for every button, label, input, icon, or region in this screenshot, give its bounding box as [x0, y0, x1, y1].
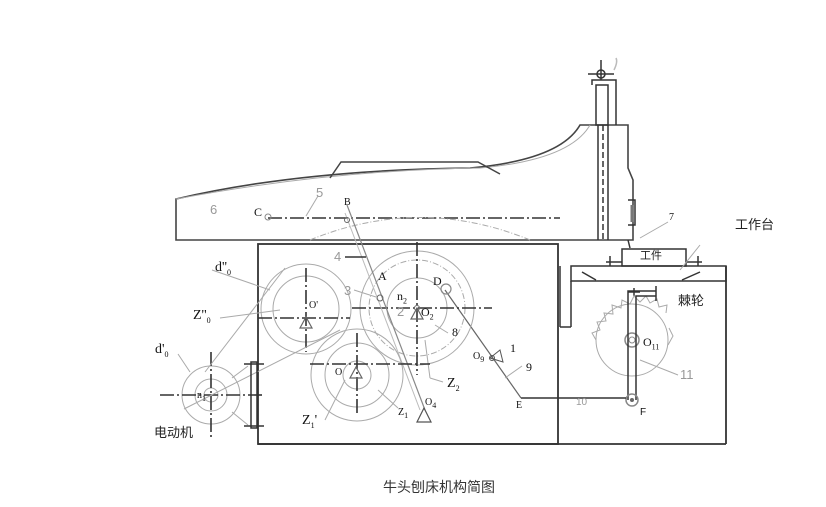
- d0-double-label: d''0: [215, 261, 231, 277]
- d0-single-sub: 0: [164, 349, 169, 359]
- slider-5-leader: [305, 195, 319, 217]
- ratchet-wheel: [591, 295, 674, 377]
- ratchet-label: 棘轮: [678, 294, 705, 309]
- point-d-label: D: [433, 274, 442, 288]
- z1-leader: [377, 389, 399, 409]
- z1-prime-label: Z1': [302, 414, 317, 430]
- motor-label: 电动机: [154, 426, 194, 441]
- part-10-label: 10: [576, 397, 588, 408]
- o-prime-label: O': [309, 300, 319, 311]
- tool-leader: [639, 221, 669, 239]
- part-5-label: 5: [316, 185, 324, 200]
- worktable-label: 工作台: [735, 218, 775, 233]
- motor-flange: [244, 361, 264, 429]
- part-8-label: 8: [452, 325, 458, 339]
- o9-sub: 9: [480, 355, 485, 364]
- pivot-o: [348, 365, 364, 379]
- point-c: [264, 213, 272, 221]
- ram-body: [175, 124, 634, 241]
- z2-text: Z: [447, 376, 456, 391]
- part-4-label: 4: [334, 249, 342, 264]
- cam-follower-support: [488, 349, 504, 363]
- n1-label: n1: [197, 391, 206, 403]
- worktable: [559, 248, 727, 328]
- z1-prime-text: Z: [302, 413, 311, 428]
- rocker-4: [346, 204, 426, 411]
- belt-upper: [204, 267, 286, 373]
- point-c-label: C: [254, 205, 263, 219]
- d0-single-label: d'0: [155, 343, 169, 359]
- z1-text: Z: [398, 407, 405, 418]
- d0-single-text: d': [155, 342, 165, 357]
- part-7-label: 7: [669, 212, 674, 223]
- o4-text: O: [425, 397, 433, 408]
- o2-text: O: [421, 305, 430, 319]
- z0-double-text: Z'': [193, 308, 207, 323]
- z0-double-label: Z''0: [193, 309, 211, 325]
- ram-swing-arc: [309, 217, 531, 241]
- ram-top-trapezoid: [329, 161, 501, 179]
- point-a-label: A: [378, 269, 387, 283]
- tool-head-column: [588, 57, 636, 249]
- o11-text: O: [643, 335, 652, 349]
- part-1-label: 1: [510, 341, 516, 355]
- slider-a: [376, 294, 384, 302]
- o9-label: O9: [473, 352, 484, 364]
- part-11-label: 11: [680, 367, 694, 382]
- pivot-o4: [416, 406, 432, 423]
- z1-label: Z1: [398, 408, 408, 420]
- workpiece-label: 工件: [640, 249, 662, 262]
- link-9-leader: [504, 365, 523, 379]
- o2-label: O2: [421, 306, 434, 321]
- point-f-label: F: [640, 407, 647, 418]
- n1-sub: 1: [202, 394, 206, 403]
- part-6-label: 6: [210, 202, 218, 217]
- z0-double-sub: 0: [206, 315, 211, 325]
- diagram-caption: 牛头刨床机构简图: [383, 480, 495, 496]
- z1-sub: 1: [404, 411, 409, 420]
- z1-prime-mark: ': [314, 413, 318, 428]
- o9-text: O: [473, 351, 481, 362]
- o-label: O: [335, 367, 343, 378]
- d0-double-text: d'': [215, 260, 228, 275]
- pivot-o2: [409, 306, 425, 320]
- z1-prime-leader: [324, 379, 346, 421]
- n2-label: n2: [397, 290, 407, 305]
- ratchet-lever: [625, 286, 657, 407]
- d0-double-sub: 0: [227, 267, 232, 277]
- pivot-o-prime: [298, 315, 314, 329]
- o4-sub: 4: [432, 401, 437, 410]
- part-9-label: 9: [526, 360, 532, 374]
- part-3-label: 3: [344, 283, 352, 298]
- n2-sub: 2: [403, 296, 407, 306]
- z2-leader: [424, 339, 431, 379]
- z2-sub: 2: [455, 383, 460, 393]
- part-2-label: 2: [397, 304, 405, 319]
- ram-top-curve: [175, 124, 591, 200]
- o4-label: O4: [425, 398, 436, 410]
- crank-pin-d: [440, 283, 452, 295]
- worktable-leader: [679, 244, 701, 271]
- n2-text: n: [397, 289, 403, 303]
- lever-11-leader: [639, 359, 679, 376]
- o11-sub: 11: [651, 342, 660, 352]
- z2-label: Z2: [447, 377, 460, 393]
- belt-lower: [183, 329, 341, 410]
- slider-b: [344, 217, 350, 223]
- n1-text: n: [197, 390, 202, 401]
- o2-sub: 2: [429, 312, 434, 322]
- z1-prime-sub: 1: [310, 420, 315, 430]
- point-b-label: B: [344, 197, 351, 208]
- point-e-label: E: [516, 400, 523, 411]
- o11-label: O11: [643, 336, 659, 351]
